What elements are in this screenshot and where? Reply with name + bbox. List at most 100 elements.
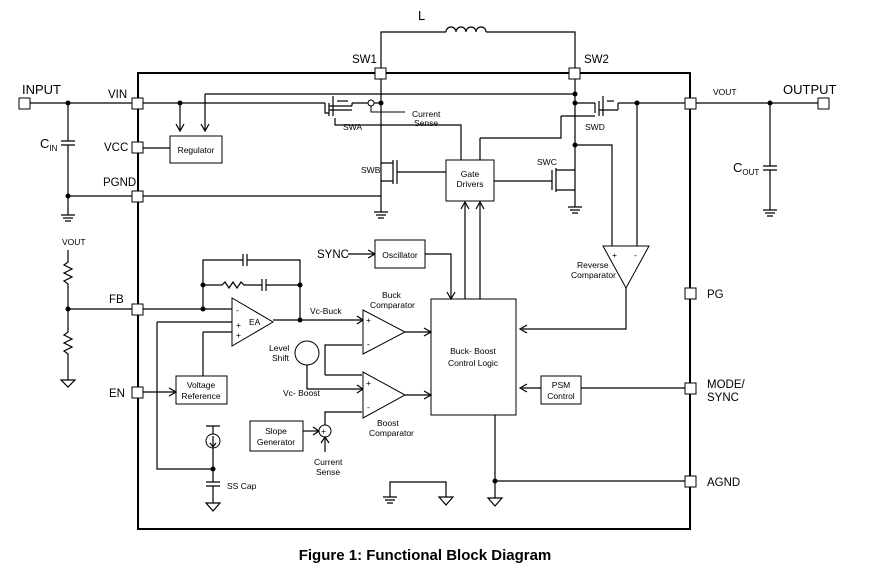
oscillator-label: Oscillator bbox=[382, 250, 418, 260]
input-label: INPUT bbox=[22, 82, 61, 97]
pin-en bbox=[131, 386, 144, 399]
boost-comparator-label-2: Comparator bbox=[369, 428, 414, 438]
boost-comparator-label-1: Boost bbox=[377, 418, 399, 428]
buck-comparator: + - Buck Comparator bbox=[362, 290, 433, 355]
svg-text:-: - bbox=[236, 305, 239, 315]
svg-text:-: - bbox=[634, 250, 637, 260]
pin-vcc bbox=[131, 141, 144, 154]
svg-text:+: + bbox=[236, 330, 241, 340]
svg-text:CIN: CIN bbox=[40, 136, 58, 153]
pin-en-label: EN bbox=[109, 388, 125, 400]
level-shift-label-2: Shift bbox=[272, 353, 290, 363]
svg-text:-: - bbox=[367, 339, 370, 349]
vref-label-1: Voltage bbox=[187, 380, 216, 390]
pin-mode-sync bbox=[684, 382, 697, 395]
input-terminal: INPUT bbox=[18, 82, 132, 110]
ss-cap-label: SS Cap bbox=[227, 481, 257, 491]
pin-pgnd bbox=[131, 190, 144, 203]
svg-text:+: + bbox=[612, 250, 617, 260]
voltage-reference-block bbox=[175, 375, 228, 405]
gate-drivers-block bbox=[445, 159, 495, 202]
error-amplifier: - + + EA bbox=[231, 297, 274, 347]
svg-text:+: + bbox=[321, 426, 326, 436]
slope-generator-block bbox=[249, 420, 304, 452]
svg-text:+: + bbox=[236, 320, 241, 330]
output-terminal bbox=[817, 97, 830, 110]
psm-label-2: Control bbox=[547, 391, 575, 401]
slope-generator-label-1: Slope bbox=[265, 426, 287, 436]
control-logic-label-1: Buck- Boost bbox=[450, 346, 496, 356]
feedback-divider: VOUT bbox=[59, 237, 132, 388]
cs-bottom-label-2: Sense bbox=[316, 467, 340, 477]
swd-label: SWD bbox=[585, 122, 605, 132]
cout-label: C bbox=[733, 160, 742, 175]
swc-label: SWC bbox=[537, 157, 557, 167]
ea-label: EA bbox=[249, 317, 261, 327]
vc-boost-label: Vc- Boost bbox=[283, 388, 320, 398]
cout-capacitor: COUT bbox=[733, 103, 777, 217]
vc-buck-label: Vc-Buck bbox=[310, 306, 342, 316]
swd-mosfet: SWD bbox=[561, 96, 619, 132]
cs-bottom-label-1: Current bbox=[314, 457, 343, 467]
swc-mosfet: SWC bbox=[537, 157, 582, 214]
pin-vout-label: VOUT bbox=[713, 87, 737, 97]
pin-sw2 bbox=[568, 67, 581, 80]
buck-comparator-label-2: Comparator bbox=[370, 300, 415, 310]
soft-start: SS Cap bbox=[204, 425, 257, 512]
svg-text:+: + bbox=[366, 378, 371, 388]
pin-vcc-label: VCC bbox=[104, 142, 128, 154]
vref-label-2: Reference bbox=[181, 391, 220, 401]
current-sense-top-1: Current bbox=[412, 109, 441, 119]
inductor: L bbox=[380, 8, 576, 69]
current-sense-top-2: Sense bbox=[414, 118, 438, 128]
figure-caption: Figure 1: Functional Block Diagram bbox=[299, 547, 552, 564]
pin-fb bbox=[131, 303, 144, 316]
pin-sw1-label: SW1 bbox=[352, 54, 377, 66]
reverse-comparator-label-1: Reverse bbox=[577, 260, 609, 270]
cin-label: C bbox=[40, 136, 49, 151]
divider-vout-label: VOUT bbox=[62, 237, 86, 247]
output-label: OUTPUT bbox=[783, 82, 837, 97]
pin-pgnd-label: PGND bbox=[103, 177, 136, 189]
gate-drivers-label-1: Gate bbox=[461, 169, 480, 179]
svg-text:COUT: COUT bbox=[733, 160, 759, 177]
regulator-block bbox=[169, 135, 223, 164]
pin-pg-label: PG bbox=[707, 289, 724, 301]
pin-fb-label: FB bbox=[109, 294, 124, 306]
swa-label: SWA bbox=[343, 122, 362, 132]
control-logic-label-2: Control Logic bbox=[448, 358, 499, 368]
sync-label: SYNC bbox=[317, 249, 349, 261]
pin-vin-label: VIN bbox=[108, 89, 127, 101]
inductor-label: L bbox=[418, 8, 425, 23]
level-shift-label-1: Level bbox=[269, 343, 289, 353]
cin-sub: IN bbox=[49, 144, 57, 153]
pin-agnd bbox=[684, 475, 697, 488]
svg-text:-: - bbox=[367, 402, 370, 412]
cout-sub: OUT bbox=[742, 168, 759, 177]
pin-agnd-label: AGND bbox=[707, 477, 740, 489]
reverse-comparator-label-2: Comparator bbox=[571, 270, 616, 280]
svg-text:+: + bbox=[366, 315, 371, 325]
pin-sw1 bbox=[374, 67, 387, 80]
reverse-comparator: + - Reverse Comparator bbox=[518, 245, 650, 334]
compensation-network bbox=[200, 254, 303, 320]
psm-label-1: PSM bbox=[552, 380, 570, 390]
gate-drivers-label-2: Drivers bbox=[457, 179, 484, 189]
cin-capacitor: CIN bbox=[40, 103, 75, 222]
swb-label: SWB bbox=[361, 165, 381, 175]
psm-control-block bbox=[540, 375, 582, 405]
pin-mode-label-2: SYNC bbox=[707, 392, 739, 404]
pin-vin bbox=[131, 97, 144, 110]
pin-mode-label-1: MODE/ bbox=[707, 379, 746, 391]
ic-outline bbox=[137, 72, 691, 530]
pin-sw2-label: SW2 bbox=[584, 54, 609, 66]
pin-vout bbox=[684, 97, 697, 110]
swa-mosfet: SWA Current Sense bbox=[324, 96, 462, 138]
pin-pg bbox=[684, 287, 697, 300]
control-logic-block bbox=[430, 298, 517, 416]
regulator-label: Regulator bbox=[178, 145, 215, 155]
level-shift bbox=[294, 340, 320, 366]
swb-mosfet: SWB bbox=[361, 160, 446, 184]
boost-comparator: + - Boost Comparator bbox=[362, 371, 433, 438]
